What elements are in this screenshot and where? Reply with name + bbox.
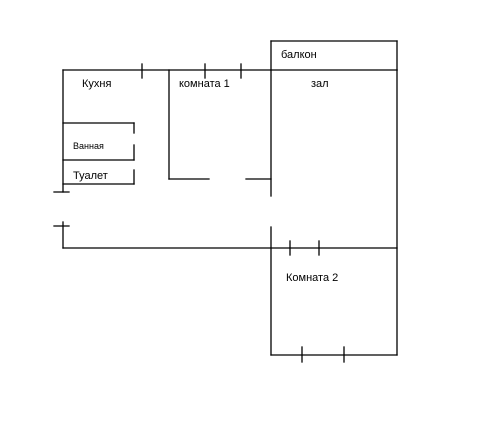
label-bathroom: Ванная <box>73 141 104 151</box>
outer-walls <box>62 69 398 356</box>
label-room1: комната 1 <box>179 78 230 90</box>
label-toilet: Туалет <box>73 170 108 182</box>
label-room2: Комната 2 <box>286 272 338 284</box>
label-balcony: балкон <box>281 49 317 61</box>
room-labels: балкон Кухня комната 1 зал Ванная Туалет… <box>73 49 338 284</box>
interior-walls <box>62 69 398 356</box>
balcony <box>270 40 398 71</box>
window-marks <box>53 63 345 363</box>
label-hall: зал <box>311 78 329 90</box>
label-kitchen: Кухня <box>82 78 111 90</box>
